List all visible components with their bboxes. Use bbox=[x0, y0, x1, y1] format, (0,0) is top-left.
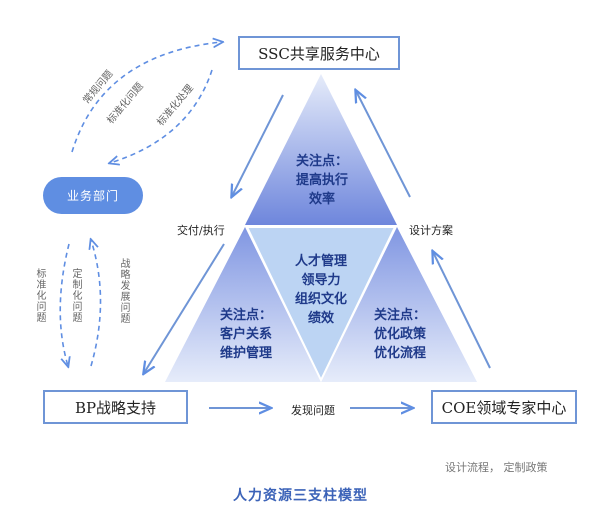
left-standardized-label: 标准化问题 bbox=[34, 268, 45, 323]
center-text: 人才管理 领导力 组织文化 绩效 bbox=[281, 252, 361, 328]
top-focus-heading: 关注点： bbox=[295, 154, 348, 169]
bp-box[interactable]: BP战略支持 bbox=[43, 390, 188, 424]
arrow-coe-up bbox=[433, 252, 491, 369]
right-focus-line-1: 优化政策 bbox=[373, 327, 426, 342]
discover-label: 发现问题 bbox=[291, 404, 335, 417]
dashed-arc-dept-to-bp bbox=[59, 243, 69, 366]
arrow-bp-to-dept-lower bbox=[144, 243, 225, 373]
top-focus-text: 关注点： 提高执行 效率 bbox=[282, 152, 362, 209]
ssc-box[interactable]: SSC共享服务中心 bbox=[238, 36, 400, 70]
left-focus-text: 关注点： 客户关系 维护管理 bbox=[206, 306, 286, 363]
left-customized-label: 定制化问题 bbox=[70, 268, 81, 323]
top-triangle bbox=[245, 74, 397, 225]
right-focus-line-2: 优化流程 bbox=[373, 346, 426, 361]
left-focus-heading: 关注点： bbox=[219, 308, 272, 323]
dashed-arc-dept-to-ssc bbox=[71, 42, 222, 153]
right-focus-text: 关注点： 优化政策 优化流程 bbox=[360, 306, 440, 363]
diagram-title: 人力资源三支柱模型 bbox=[233, 488, 368, 504]
design-label: 设计方案 bbox=[409, 224, 453, 237]
right-focus-heading: 关注点： bbox=[373, 308, 426, 323]
center-line-1: 人才管理 bbox=[294, 254, 347, 269]
design-flow-note: 设计流程， 定制政策 bbox=[445, 461, 548, 474]
arrow-coe-to-ssc bbox=[356, 91, 411, 198]
center-line-3: 组织文化 bbox=[294, 292, 347, 307]
top-focus-line-1: 提高执行 bbox=[295, 173, 348, 188]
center-line-2: 领导力 bbox=[301, 273, 341, 288]
center-line-4: 绩效 bbox=[307, 311, 334, 326]
dashed-arc-bp-to-dept bbox=[91, 240, 102, 367]
deliver-label: 交付/执行 bbox=[177, 224, 225, 237]
right-triangle bbox=[321, 227, 477, 382]
left-focus-line-2: 维护管理 bbox=[219, 346, 272, 361]
bp-label: BP战略支持 bbox=[74, 398, 157, 417]
arrow-ssc-to-bp bbox=[232, 94, 284, 196]
right-strategy-label: 战略发展问题 bbox=[118, 258, 129, 324]
left-focus-line-1: 客户关系 bbox=[219, 327, 272, 342]
center-triangle bbox=[245, 226, 397, 383]
top-focus-line-2: 效率 bbox=[308, 192, 335, 207]
ssc-label: SSC共享服务中心 bbox=[258, 44, 380, 63]
coe-box[interactable]: COE领域专家中心 bbox=[431, 390, 577, 424]
business-dept-button[interactable]: 业务部门 bbox=[43, 177, 143, 214]
coe-label: COE领域专家中心 bbox=[441, 398, 567, 417]
business-dept-label: 业务部门 bbox=[66, 189, 119, 203]
left-triangle bbox=[165, 227, 321, 382]
